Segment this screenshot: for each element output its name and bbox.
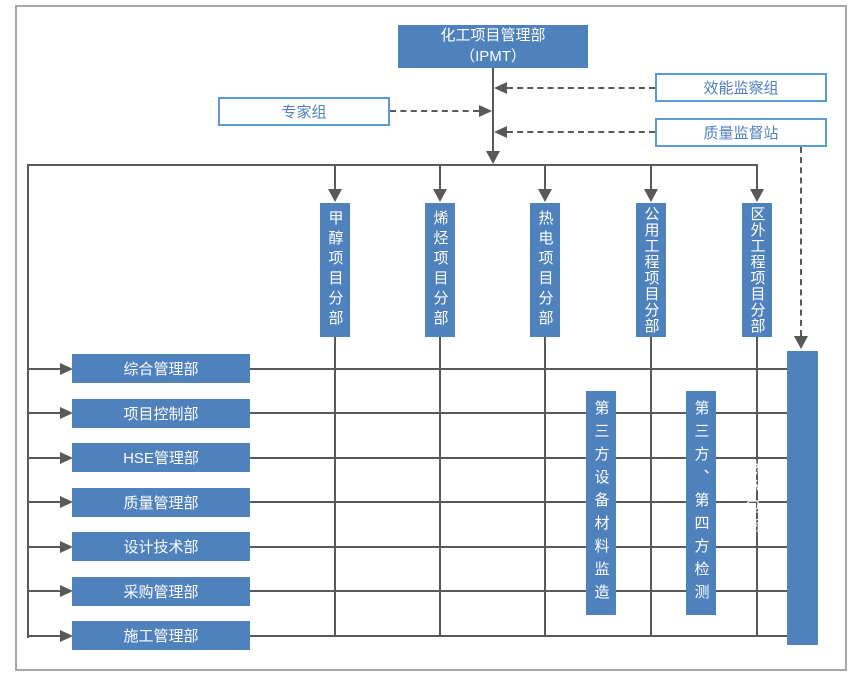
arrow-row-7 bbox=[60, 630, 73, 642]
row-line-4 bbox=[250, 501, 787, 503]
third-party-inspection-box: 第三方、第四方检测 bbox=[686, 391, 716, 615]
connector-quality-to-supervisor bbox=[800, 147, 802, 336]
connector-ipmt-drop bbox=[492, 68, 494, 151]
arrow-row-4 bbox=[60, 496, 73, 508]
drop-division-3 bbox=[544, 164, 546, 189]
division-box-thermal: 热电项目分部 bbox=[530, 203, 560, 337]
arrow-row-6 bbox=[60, 585, 73, 597]
branch-row-7 bbox=[27, 635, 62, 637]
division-box-utility: 公用工程项目分部 bbox=[636, 203, 666, 337]
row-line-6 bbox=[250, 590, 787, 592]
department-box-construction: 施工管理部 bbox=[72, 621, 250, 650]
arrow-division-5 bbox=[750, 189, 764, 202]
row-line-7 bbox=[250, 635, 787, 637]
branch-row-4 bbox=[27, 501, 62, 503]
connector-quality-dashed bbox=[507, 131, 655, 133]
branch-row-3 bbox=[27, 457, 62, 459]
arrow-quality bbox=[494, 126, 507, 138]
arrow-row-2 bbox=[60, 407, 73, 419]
drop-division-2 bbox=[439, 164, 441, 189]
arrow-row-1 bbox=[60, 363, 73, 375]
arrow-division-2 bbox=[433, 189, 447, 202]
connector-efficiency-dashed bbox=[507, 87, 655, 89]
arrow-expert bbox=[479, 105, 492, 117]
drop-division-1 bbox=[334, 164, 336, 189]
row-line-3 bbox=[250, 457, 787, 459]
row-line-5 bbox=[250, 546, 787, 548]
division-line-4 bbox=[650, 337, 652, 637]
division-line-2 bbox=[439, 337, 441, 637]
row-line-2 bbox=[250, 412, 787, 414]
drop-division-4 bbox=[650, 164, 652, 189]
department-box-quality: 质量管理部 bbox=[72, 488, 250, 517]
general-contractor-label: 总承包商 bbox=[743, 460, 761, 536]
division-line-1 bbox=[334, 337, 336, 637]
supervisor-contractor-box: 监理 总承包商 bbox=[744, 351, 855, 645]
branch-row-5 bbox=[27, 546, 62, 548]
chart-outer-border bbox=[15, 5, 847, 671]
division-box-olefin: 烯烃项目分部 bbox=[425, 203, 455, 337]
row-line-1 bbox=[250, 368, 787, 370]
department-box-project-control: 项目控制部 bbox=[72, 399, 250, 428]
ipmt-title-line1: 化工项目管理部 bbox=[440, 27, 546, 45]
department-box-design-tech: 设计技术部 bbox=[72, 532, 250, 561]
arrow-row-5 bbox=[60, 541, 73, 553]
ipmt-title-line2: （IPMT） bbox=[460, 47, 526, 65]
left-rail bbox=[27, 164, 29, 638]
department-box-hse: HSE管理部 bbox=[72, 443, 250, 472]
connector-expert-dashed bbox=[390, 110, 479, 112]
quality-station-box: 质量监督站 bbox=[655, 118, 827, 147]
branch-row-1 bbox=[27, 368, 62, 370]
ipmt-box: 化工项目管理部 （IPMT） bbox=[398, 25, 588, 68]
division-line-5 bbox=[756, 337, 758, 637]
division-line-3 bbox=[544, 337, 546, 637]
arrow-efficiency bbox=[494, 82, 507, 94]
arrow-row-3 bbox=[60, 452, 73, 464]
efficiency-group-box: 效能监察组 bbox=[655, 73, 827, 102]
third-party-supervision-box: 第三方设备材料监造 bbox=[586, 391, 616, 615]
department-box-procurement: 采购管理部 bbox=[72, 577, 250, 606]
arrow-division-1 bbox=[328, 189, 342, 202]
arrow-division-4 bbox=[644, 189, 658, 202]
department-box-general-admin: 综合管理部 bbox=[72, 354, 250, 383]
top-rail bbox=[27, 164, 758, 166]
arrow-ipmt-drop bbox=[486, 151, 500, 164]
branch-row-2 bbox=[27, 412, 62, 414]
arrow-division-3 bbox=[538, 189, 552, 202]
supervisor-label: 监理 bbox=[844, 479, 855, 517]
division-box-methanol: 甲醇项目分部 bbox=[320, 203, 350, 337]
drop-division-5 bbox=[756, 164, 758, 189]
division-box-offsite: 区外工程项目分部 bbox=[742, 203, 772, 337]
arrow-supervisor bbox=[794, 336, 808, 349]
expert-group-box: 专家组 bbox=[218, 97, 390, 126]
branch-row-6 bbox=[27, 590, 62, 592]
